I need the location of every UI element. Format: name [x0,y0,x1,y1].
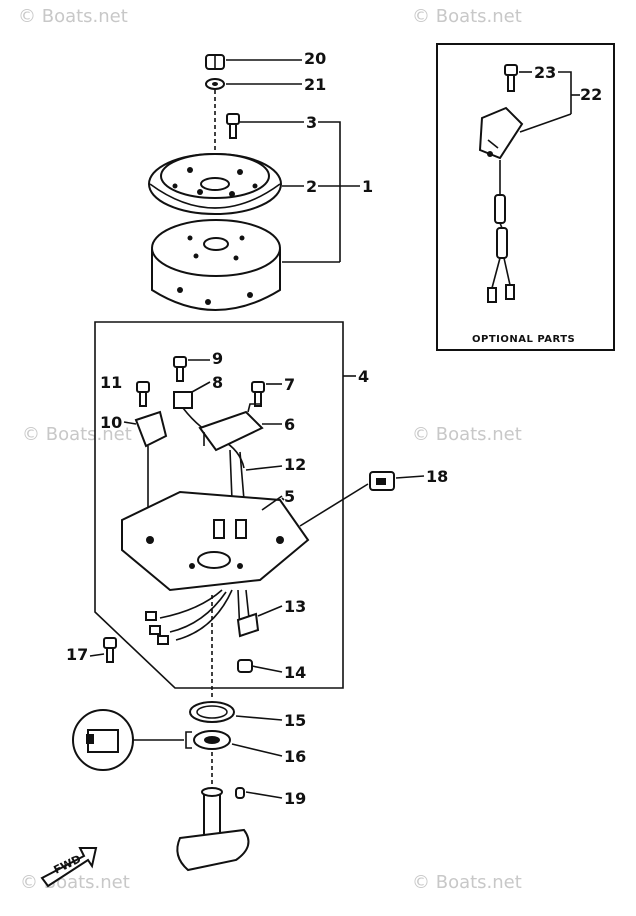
watermark-bottom-right: © Boats.net [412,872,522,893]
callout-12: 12 [284,455,306,474]
callout-21: 21 [304,75,326,94]
callout-15: 15 [284,711,306,730]
screw-11 [136,381,150,407]
flywheel-nut [205,54,225,70]
flywheel [151,219,281,311]
screw-9 [173,356,187,382]
optional-parts-box [436,43,615,351]
stator-base-5 [121,490,310,592]
callout-13: 13 [284,597,306,616]
callout-18: 18 [426,467,448,486]
optional-connector-2 [496,227,508,259]
callout-19: 19 [284,789,306,808]
callout-5: 5 [284,487,295,506]
clamp-13 [236,612,260,638]
optional-screw [504,64,518,92]
callout-20: 20 [304,49,326,68]
watermark-mid-right: © Boats.net [412,424,522,445]
o-ring-15 [189,701,235,723]
steering-bracket [176,787,250,872]
callout-11: 11 [100,373,122,392]
bearing-16 [193,730,231,750]
callout-22: 22 [580,85,602,104]
wire-harness [145,589,251,645]
watermark-bottom-left: © Boats.net [20,872,130,893]
assembly-boundary [94,321,344,689]
wire-12 [229,449,245,501]
watermark-mid-left: © Boats.net [22,424,132,445]
optional-parts-label: OPTIONAL PARTS [472,334,575,345]
callout-14: 14 [284,663,306,682]
callout-9: 9 [212,349,223,368]
callout-23: 23 [534,63,556,82]
flywheel-bolt [226,113,240,139]
flywheel-washer [205,78,225,90]
callout-8: 8 [212,373,223,392]
callout-1: 1 [362,177,373,196]
optional-switch [478,106,524,160]
callout-4: 4 [358,367,369,386]
callout-3: 3 [306,113,317,132]
screw-17 [103,637,117,663]
bearing-detail [72,709,134,771]
pin-19 [235,787,245,799]
callout-2: 2 [306,177,317,196]
nut-14 [237,659,253,673]
callout-17: 17 [66,645,88,664]
flywheel-cover [148,153,282,215]
optional-connector-1 [494,194,506,224]
callout-6: 6 [284,415,295,434]
optional-terminal-2 [505,284,515,300]
cdi-unit-6 [198,403,264,452]
optional-terminal-1 [487,287,497,303]
grommet-18 [369,471,395,491]
watermark-top-left: © Boats.net [18,6,128,27]
watermark-top-right: © Boats.net [412,6,522,27]
callout-10: 10 [100,413,122,432]
coil-10 [134,410,168,530]
screw-7 [251,381,265,407]
callout-16: 16 [284,747,306,766]
callout-7: 7 [284,375,295,394]
